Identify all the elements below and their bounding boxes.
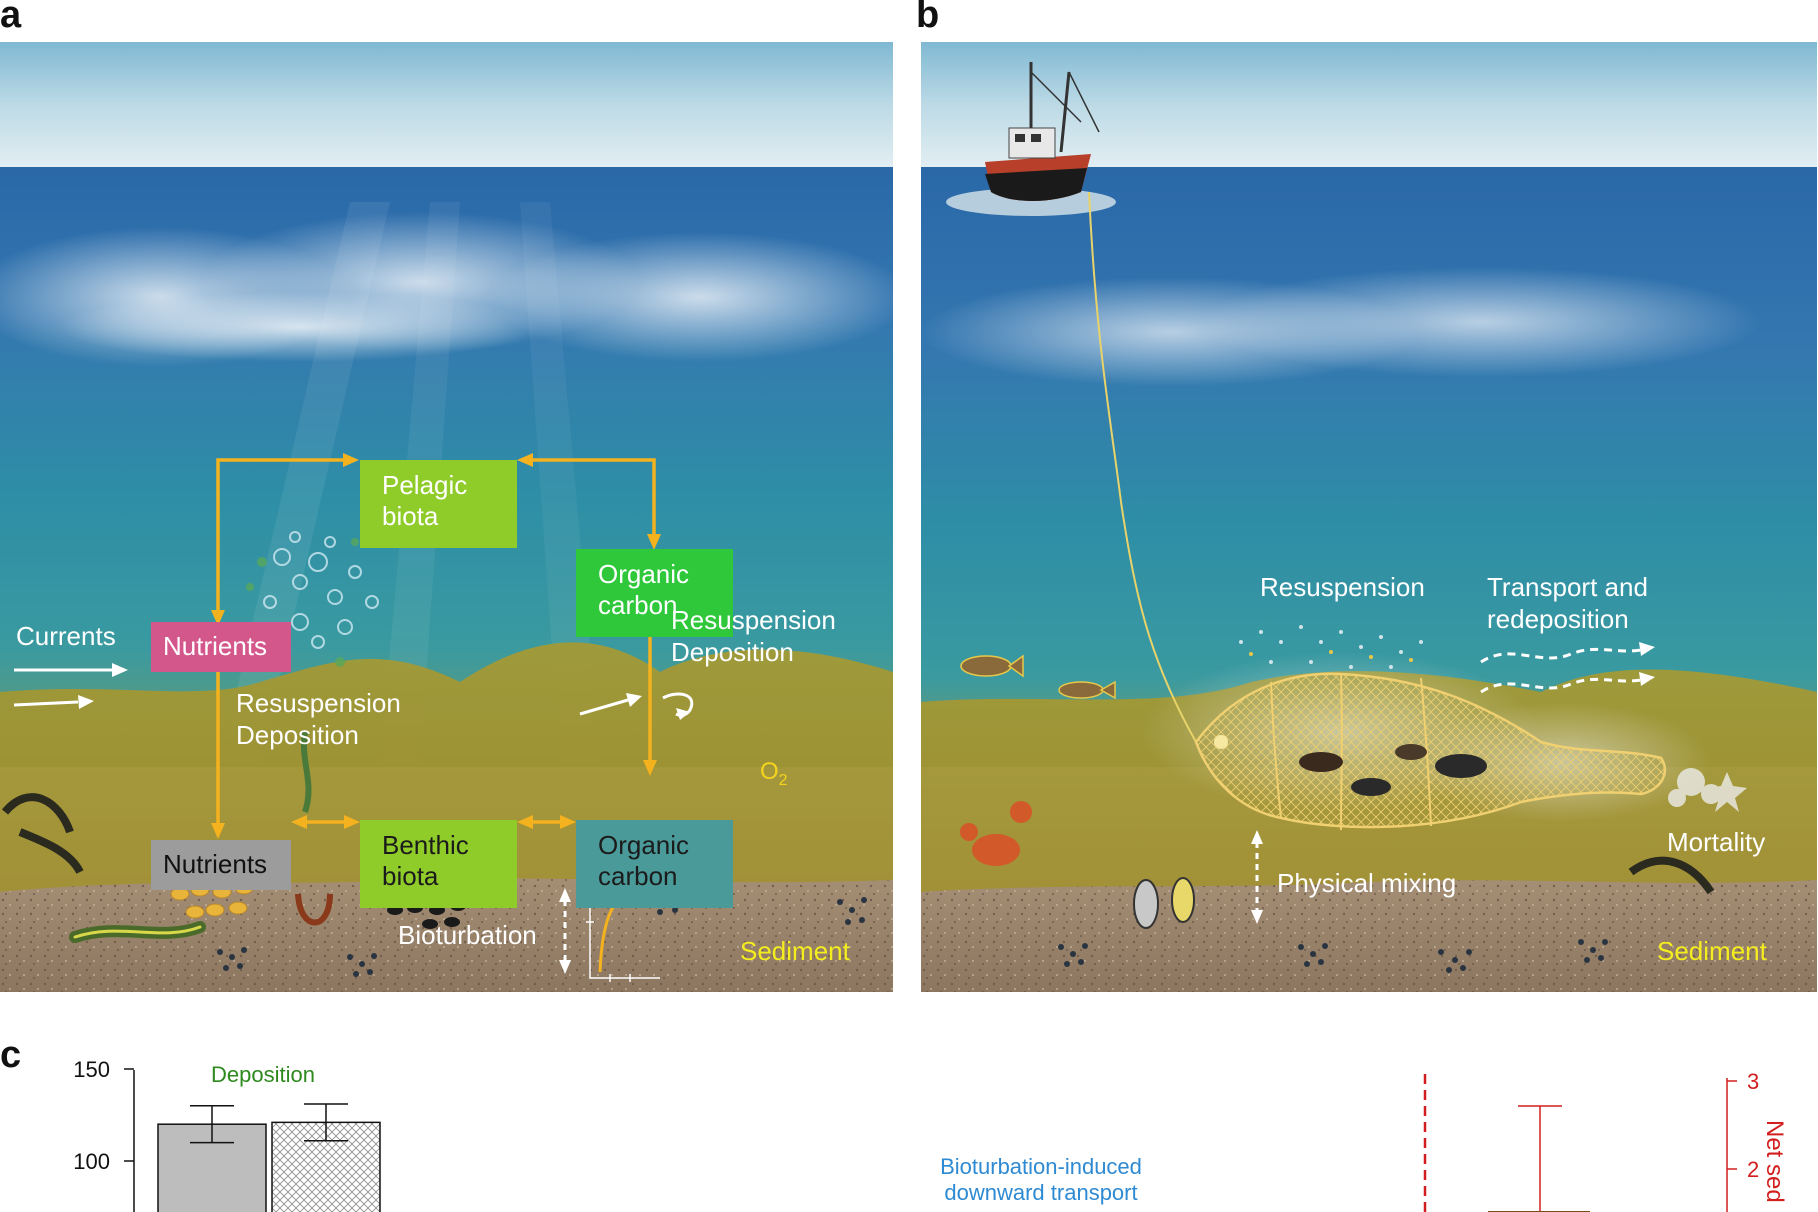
trawler-ship — [946, 62, 1116, 216]
left-tick-label: 100 — [73, 1149, 110, 1174]
oc-bottom-line1: Organic — [598, 830, 690, 860]
transport-line2: redeposition — [1487, 604, 1629, 634]
bar-group — [157, 1103, 381, 1212]
benthic-biota-box: Benthic biota — [360, 820, 517, 908]
panel-letter-c: c — [0, 1034, 22, 1076]
bioturbation-line2: downward transport — [944, 1180, 1138, 1205]
resusp-left-line2: Deposition — [236, 720, 359, 750]
benthic-line1: Benthic — [382, 830, 469, 860]
right-tick-label: 2 — [1747, 1157, 1759, 1182]
panel-b-scene — [921, 42, 1817, 992]
transport-redeposition-label: Transport and redeposition — [1487, 571, 1648, 635]
left-axis-ticks: 100 150 — [73, 1057, 134, 1174]
nutrients-pelagic-box: Nutrients — [151, 622, 291, 672]
panel-letter-b: b — [916, 0, 940, 36]
organic-carbon-benthic-box: Organic carbon — [576, 820, 733, 908]
sediment-label-a: Sediment — [740, 936, 850, 966]
nutrients-benthic-box: Nutrients — [151, 840, 291, 890]
resuspension-deposition-left: Resuspension Deposition — [236, 687, 401, 751]
oc-bottom-line2: carbon — [598, 861, 678, 891]
error-bar-1 — [190, 1105, 234, 1144]
panel-a-illustration: Pelagic biota Organic carbon Nutrients N… — [0, 42, 893, 992]
bioturbation-line1: Bioturbation-induced — [940, 1154, 1142, 1179]
sediment-label-b: Sediment — [1657, 936, 1767, 966]
right-axis-title: Net sed — [1761, 1120, 1788, 1203]
bioturbation-transport-label: Bioturbation-induced downward transport — [928, 1154, 1154, 1206]
panel-a-scene — [0, 42, 893, 992]
mortality-label: Mortality — [1667, 827, 1766, 857]
right-axis-ticks: 23 — [1727, 1069, 1759, 1182]
transport-line1: Transport and — [1487, 572, 1648, 602]
resuspension-label-b: Resuspension — [1260, 572, 1425, 602]
nutrients-bottom-label: Nutrients — [163, 849, 268, 879]
organic-carbon-pelagic-box: Organic carbon — [576, 549, 733, 637]
currents-label: Currents — [16, 621, 116, 651]
trawl-net — [1194, 672, 1667, 831]
right-tick-label: 3 — [1747, 1069, 1759, 1094]
pelagic-biota-box: Pelagic biota — [360, 460, 517, 548]
error-bar-2 — [304, 1103, 348, 1142]
benthic-line2: biota — [382, 861, 439, 891]
red-error-bar — [1518, 1105, 1562, 1212]
o2-label: O2 — [760, 758, 788, 790]
pelagic-line1: Pelagic — [382, 470, 468, 500]
deposition-label: Deposition — [211, 1062, 315, 1087]
resusp-left-line1: Resuspension — [236, 688, 401, 718]
oc-top-line1: Organic — [598, 559, 690, 589]
o2-sub: 2 — [778, 771, 788, 789]
resusp-right-line1: Resuspension — [671, 605, 836, 635]
oc-top-line2: carbon — [598, 590, 678, 620]
pelagic-line2: biota — [382, 501, 439, 531]
resuspension-deposition-right: Resuspension Deposition — [671, 604, 836, 668]
left-tick-label: 150 — [73, 1057, 110, 1082]
panel-letter-a: a — [0, 0, 22, 36]
resusp-right-line2: Deposition — [671, 637, 794, 667]
panel-b-illustration: Resuspension Transport and redeposition … — [921, 42, 1817, 992]
o2-main: O — [760, 758, 779, 785]
bioturbation-label: Bioturbation — [398, 920, 537, 950]
nutrients-top-label: Nutrients — [163, 631, 268, 661]
physical-mixing-label: Physical mixing — [1277, 868, 1457, 898]
